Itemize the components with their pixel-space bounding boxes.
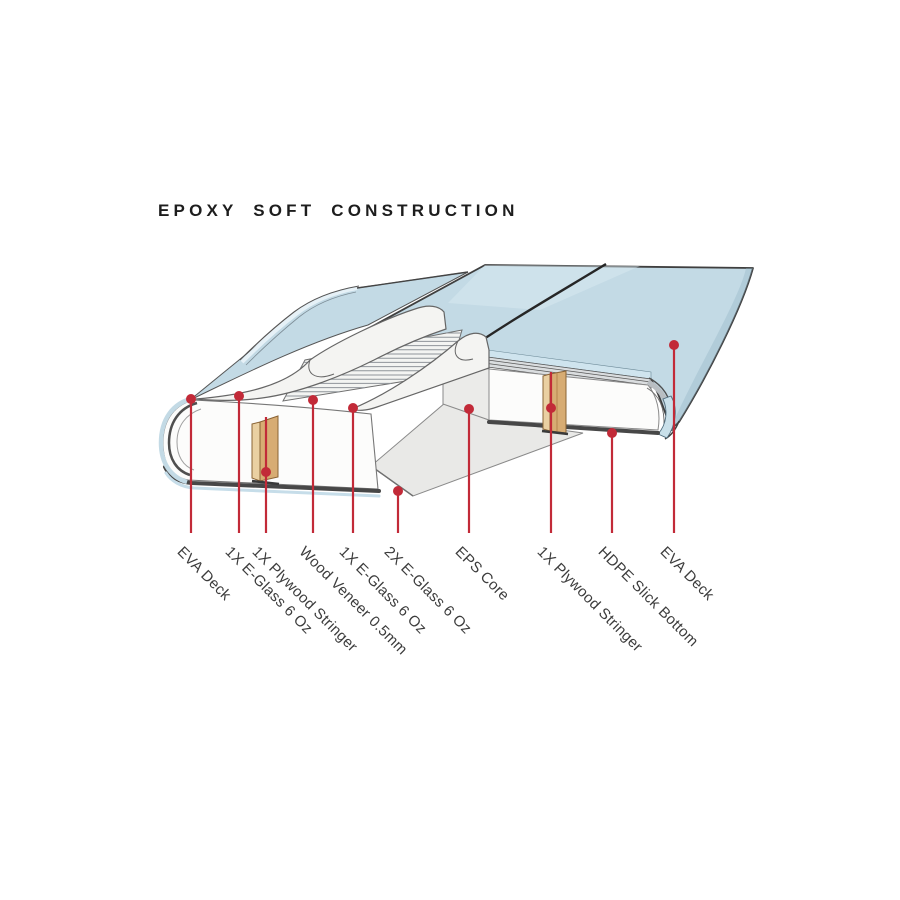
left-slick-blue-band <box>164 471 381 498</box>
page-title: EPOXY SOFT CONSTRUCTION <box>158 201 519 220</box>
peeled-eva-sheet <box>189 271 469 401</box>
callout-dot-1x-e-glass-6-oz <box>234 391 244 401</box>
callout-dot-eva-deck <box>186 394 196 404</box>
deck-shading-right <box>671 268 753 429</box>
nose-wrap-inner-layer <box>176 408 202 471</box>
callout-dot-2x-e-glass-6-oz <box>393 486 403 496</box>
e-glass-sheet-mid <box>350 332 490 411</box>
rail-eva-wedge <box>657 395 676 439</box>
rail-laminate-bands <box>646 377 680 440</box>
left-section <box>158 395 381 498</box>
callout-lines <box>186 340 679 533</box>
callout-dot-eva-deck <box>669 340 679 350</box>
hdpe-slick-bottom-edge <box>487 420 660 435</box>
callout-dot-1x-plywood-stringer <box>261 467 271 477</box>
nose-wrap-eva-outer <box>158 395 195 485</box>
nose-wrap-dark-layer <box>167 401 198 477</box>
deck-highlight-topleft <box>448 265 640 310</box>
e-glass-sheet-top <box>195 305 447 401</box>
eps-core-front-face <box>488 368 660 431</box>
eva-sheet-curl-edge <box>240 286 358 364</box>
callout-dot-1x-e-glass-6-oz <box>348 403 358 413</box>
plywood-stringer-right <box>541 370 569 436</box>
callout-dot-hdpe-slick-bottom <box>607 428 617 438</box>
peeled-layers <box>189 271 490 411</box>
callout-dot-1x-plywood-stringer <box>546 403 556 413</box>
plywood-stringer-left <box>251 415 280 486</box>
callout-dot-wood-veneer-0-5mm <box>308 395 318 405</box>
callout-dot-eps-core <box>464 404 474 414</box>
deck-right-section <box>370 262 754 440</box>
